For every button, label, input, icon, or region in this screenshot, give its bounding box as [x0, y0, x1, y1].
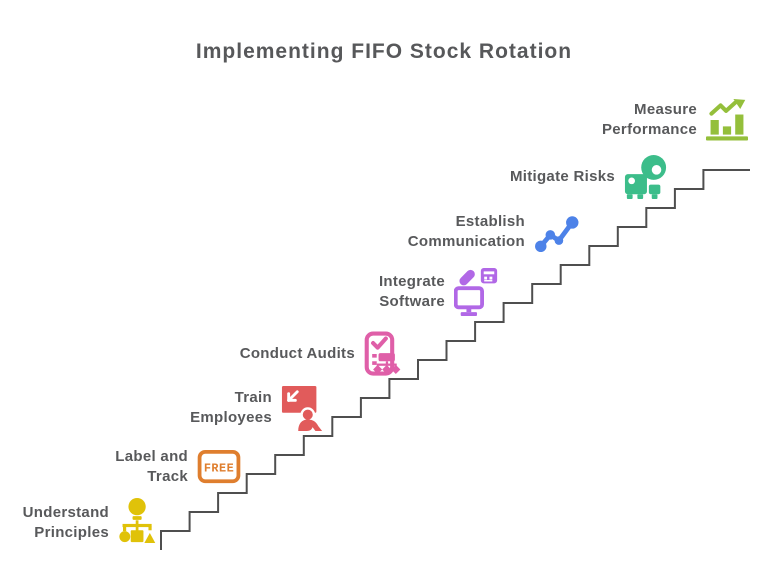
training-board-icon	[281, 386, 323, 431]
step-label: Label and Track	[115, 448, 188, 485]
step-label: Establish Communication	[407, 213, 525, 250]
step-understand-principles: Understand Principles	[23, 496, 158, 550]
audit-checklist-icon	[364, 331, 401, 376]
free-tag-text: FREE	[204, 461, 234, 475]
bar-chart-arrow-icon	[706, 99, 748, 141]
step-label: Conduct Audits	[239, 345, 355, 363]
step-label: Train Employees	[190, 389, 272, 426]
free-tag-icon: FREE	[197, 449, 241, 483]
risk-machine-icon	[624, 155, 667, 199]
step-conduct-audits: Conduct Audits	[240, 331, 404, 377]
staircase-line	[160, 169, 750, 550]
software-integration-icon	[454, 268, 498, 316]
step-label: Integrate Software	[378, 273, 445, 310]
connect-nodes-icon	[535, 216, 579, 253]
step-establish-communication: Establish Communication	[408, 211, 580, 253]
step-integrate-software: Integrate Software	[379, 267, 500, 317]
page-title: Implementing FIFO Stock Rotation	[195, 40, 573, 63]
step-mitigate-risks: Mitigate Risks	[510, 154, 668, 200]
step-train-employees: Train Employees	[190, 385, 325, 431]
step-label: Measure Performance	[601, 101, 697, 138]
step-label-and-track: Label and Track FREE	[115, 447, 241, 487]
step-label: Understand Principles	[22, 504, 109, 541]
idea-hierarchy-icon	[119, 498, 156, 543]
step-label: Mitigate Risks	[509, 168, 615, 186]
step-measure-performance: Measure Performance	[602, 98, 748, 142]
